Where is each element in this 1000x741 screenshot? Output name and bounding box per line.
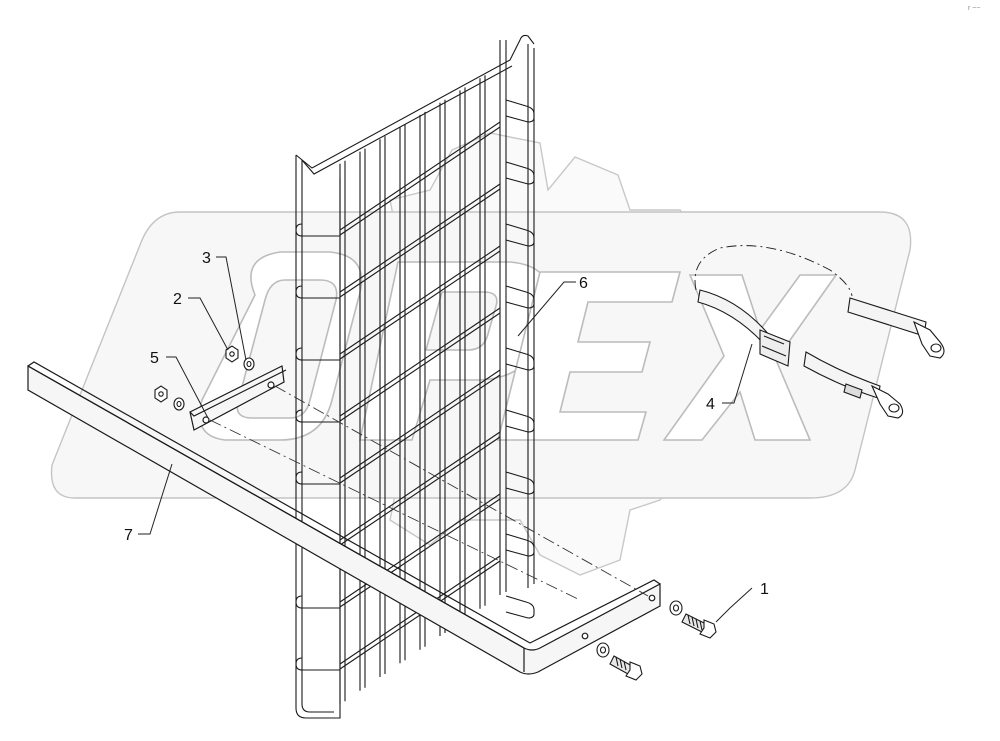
mesh-loop [295,285,340,299]
bolts [596,600,717,681]
callout-7: 7 [124,527,133,544]
leader-2 [188,297,229,351]
bolt [681,613,717,639]
leader-7 [138,463,173,535]
mesh-wire-horizontal [339,374,501,484]
callout-labels: 1 2 3 4 5 6 7 [124,250,769,598]
mesh-loop [505,595,535,619]
leader-5 [166,356,209,419]
wire-basket [295,34,535,719]
leader-lines [138,256,753,623]
clamp-plate [189,365,287,431]
mesh-loop [295,471,340,485]
mesh-wire-horizontal [339,250,501,360]
leader-4 [722,343,753,404]
mesh-loop [505,471,535,495]
callout-4: 4 [706,396,715,413]
mesh-wire-horizontal [339,312,501,422]
bar-hole [648,594,656,602]
mesh-loop [505,347,535,371]
mesh-wire-horizontal [339,498,501,608]
assembly-lines [209,385,649,601]
mesh-loop [505,99,535,123]
mesh-loop [505,285,535,309]
mesh-wire-horizontal [339,183,501,293]
leader-1 [715,587,753,623]
callout-2: 2 [173,291,182,308]
corner-mark: r ~~ [968,5,980,12]
callout-6: 6 [579,275,588,292]
bar-hole [581,632,589,640]
mesh-loop [295,409,340,423]
mesh-wire-horizontal [339,126,501,236]
leader-3 [216,256,247,361]
mesh-wire-horizontal [339,307,501,417]
mesh-loop [295,595,340,609]
ratchet-straps [694,245,945,419]
leader-6 [517,281,576,337]
mesh-wire-horizontal [339,436,501,546]
nuts-and-washers [154,345,255,411]
mesh-wire-horizontal [339,188,501,298]
mesh-loop [505,161,535,185]
mesh-loop [295,223,340,237]
mesh-loop [505,533,535,557]
mesh-wire-horizontal [339,121,501,231]
mesh-wire-horizontal [339,431,501,541]
mounting-bar [27,361,661,675]
mesh-wire-horizontal [339,369,501,479]
mesh-loop [295,657,340,671]
mesh-loop [505,223,535,247]
watermark-letter-e [496,271,682,441]
mesh-loop [505,409,535,433]
bolt [609,655,643,681]
mesh-loop [295,347,340,361]
mesh-wire-horizontal [339,245,501,355]
callout-3: 3 [202,250,211,267]
callout-1: 1 [760,581,769,598]
callout-5: 5 [150,350,159,367]
